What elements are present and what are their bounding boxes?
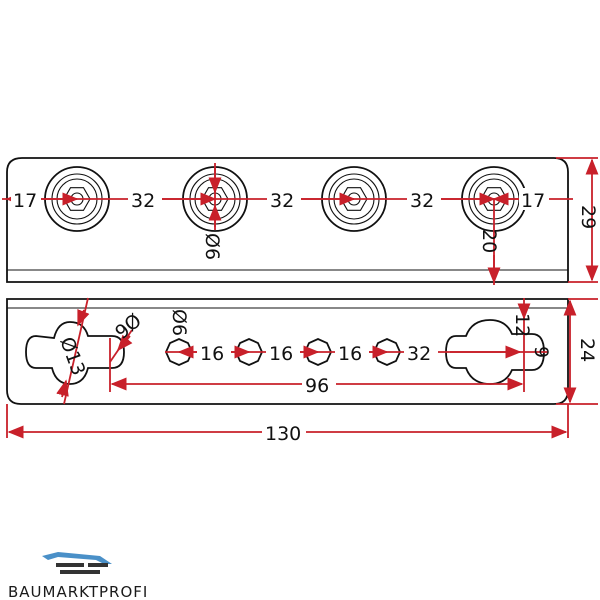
- logo-bar-1: [56, 563, 84, 567]
- bottom-dim-keyhole-offset: 12: [511, 313, 533, 337]
- baumarktprofi-logo: BAUMARKTPROFI: [8, 552, 148, 600]
- bottom-dim-spacing-2: 16: [269, 343, 293, 365]
- top-dim-hole-offset: 20: [478, 229, 500, 253]
- top-dim-spacing-1: 32: [131, 190, 155, 212]
- top-dim-right-edge: 17: [521, 190, 545, 212]
- overall-length-label: 130: [265, 423, 301, 445]
- top-dim-height: 29: [577, 205, 599, 229]
- bottom-dim-keyhole-diameter: Ø13: [55, 334, 89, 378]
- logo-bar-2: [88, 563, 108, 567]
- bottom-plate: Ø13 9Ø Ø6 16 16 16 32 96 12 9: [6, 297, 598, 405]
- logo-roof-icon: [42, 552, 112, 564]
- logo-bar-3: [60, 570, 100, 574]
- top-dim-left-edge: 17: [13, 190, 37, 212]
- bottom-dim-slot-width: 9Ø: [111, 310, 146, 344]
- bottom-dim-spacing-3: 16: [338, 343, 362, 365]
- logo-text: BAUMARKTPROFI: [8, 583, 148, 600]
- bottom-dim-spacing-1: 16: [200, 343, 224, 365]
- bottom-dim-right-slot: 9: [530, 346, 552, 358]
- bottom-dim-keyhole-spacing: 96: [305, 375, 329, 397]
- top-plate: 17 32 32 32 17 Ø6 20 29: [2, 157, 599, 285]
- bottom-dim-height: 24: [576, 338, 598, 362]
- top-dim-hole-diameter: Ø6: [201, 233, 223, 260]
- top-dim-spacing-2: 32: [270, 190, 294, 212]
- top-dim-spacing-3: 32: [410, 190, 434, 212]
- overall-length-dimension: 130: [6, 404, 569, 445]
- bottom-dim-small-hole-diameter: Ø6: [168, 309, 190, 336]
- bottom-dim-spacing-4: 32: [407, 343, 431, 365]
- right-keyhole: [445, 319, 545, 385]
